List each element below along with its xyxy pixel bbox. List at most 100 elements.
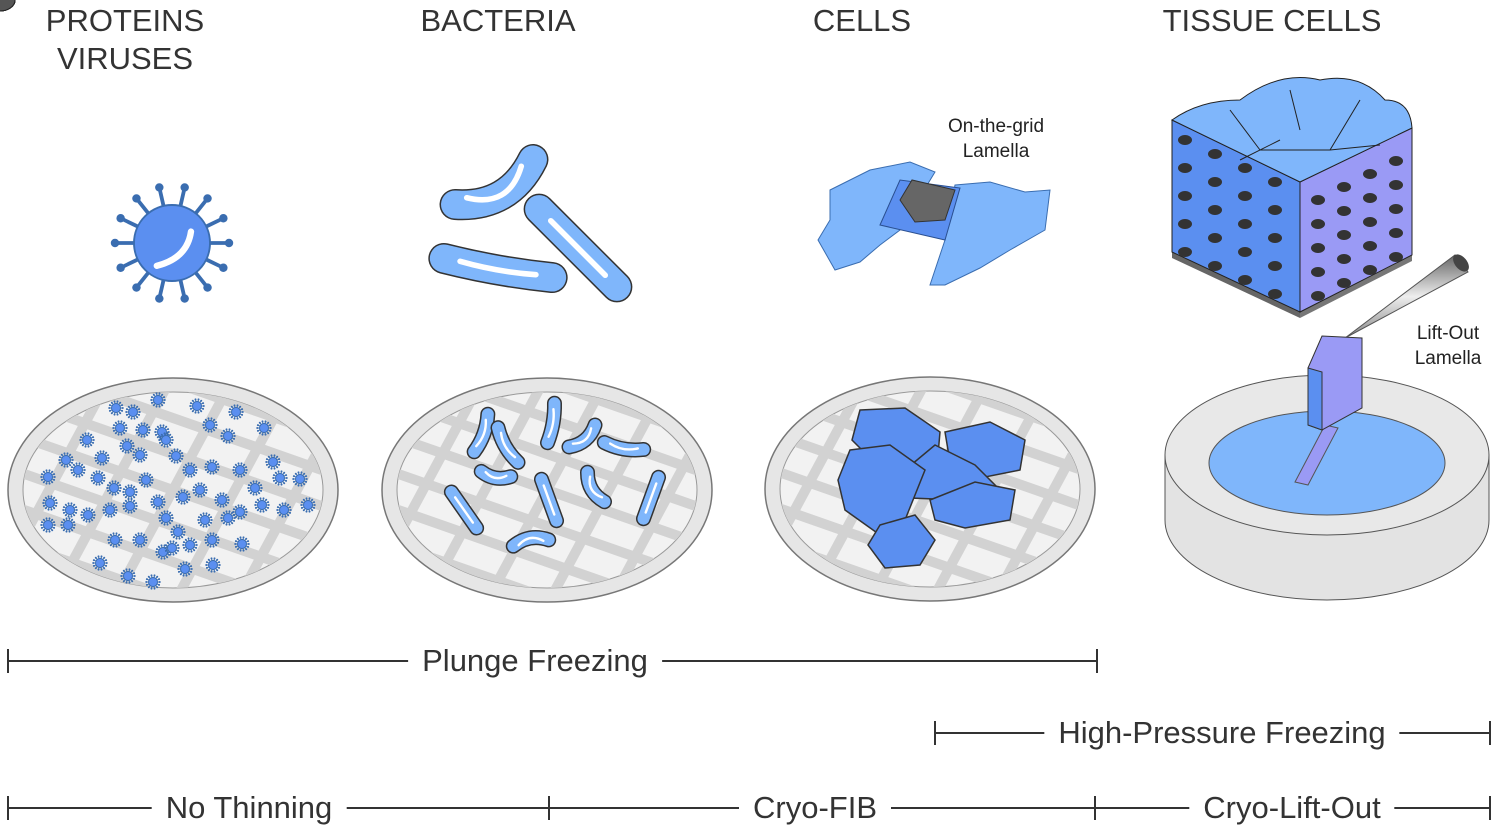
spike-tip bbox=[245, 471, 248, 474]
spike-tip bbox=[149, 484, 152, 487]
tissue-nucleus bbox=[1337, 182, 1351, 192]
spike-tip bbox=[143, 533, 146, 536]
virus-particle bbox=[220, 428, 236, 444]
spike-tip bbox=[292, 480, 295, 483]
capsid bbox=[259, 423, 269, 433]
spike-tip bbox=[273, 454, 276, 457]
spike-tip bbox=[189, 405, 192, 407]
tissue-nucleus bbox=[1363, 193, 1377, 203]
spike-tip bbox=[171, 436, 174, 439]
spike-tip bbox=[148, 429, 151, 431]
bacterium-nucleoid bbox=[547, 217, 609, 279]
bacterium bbox=[533, 471, 565, 529]
capsid bbox=[123, 571, 133, 581]
spike-tip bbox=[150, 401, 153, 404]
tissue-nucleus bbox=[1389, 156, 1403, 166]
spike-tip bbox=[42, 518, 45, 521]
spike-tip bbox=[102, 511, 105, 514]
tissue-nucleus bbox=[1389, 252, 1403, 262]
spike-tip bbox=[112, 545, 115, 548]
spike-tip bbox=[192, 486, 195, 489]
spike-tip bbox=[234, 474, 237, 477]
spike-tip bbox=[158, 494, 161, 497]
spike-tip bbox=[133, 417, 136, 420]
spike-tip bbox=[121, 439, 124, 442]
spike bbox=[157, 188, 166, 207]
spike-tip bbox=[213, 418, 216, 421]
spike-tip bbox=[181, 455, 184, 457]
spike-tip bbox=[215, 533, 218, 536]
spike-tip bbox=[161, 506, 164, 509]
spike-tip bbox=[91, 519, 94, 522]
spike-tip bbox=[297, 484, 300, 487]
spike-tip bbox=[152, 495, 155, 498]
spike-tip bbox=[109, 533, 112, 536]
spike-tip bbox=[44, 507, 47, 510]
bacterium-nucleoid bbox=[644, 482, 658, 514]
spike-tip bbox=[140, 460, 143, 463]
spike-tip bbox=[222, 522, 225, 525]
capsid bbox=[185, 465, 195, 475]
spike-tip bbox=[228, 510, 231, 513]
spike-tip bbox=[65, 517, 68, 520]
spike-tip bbox=[110, 515, 113, 518]
spike-tip bbox=[225, 523, 228, 526]
spike-tip bbox=[110, 412, 113, 415]
spike-tip bbox=[138, 476, 141, 479]
spike-tip bbox=[254, 504, 257, 506]
spike bbox=[205, 217, 223, 229]
spike-tip bbox=[233, 404, 236, 407]
spike-tip bbox=[158, 436, 161, 439]
spike-tip bbox=[44, 496, 47, 499]
spike-tip bbox=[133, 577, 136, 580]
spike-tip bbox=[115, 506, 118, 509]
spike-tip bbox=[260, 484, 263, 487]
spike-tip bbox=[101, 482, 104, 485]
tissue-nucleus bbox=[1208, 205, 1222, 215]
spike-tip bbox=[127, 405, 130, 408]
spike-tip bbox=[136, 416, 139, 419]
spike-tip bbox=[153, 574, 156, 577]
spike-tip bbox=[66, 465, 69, 468]
spike-tip bbox=[225, 504, 228, 507]
spike-tip bbox=[138, 411, 141, 413]
spike-tip bbox=[200, 482, 203, 485]
spike-tip bbox=[169, 444, 172, 447]
spike-tip bbox=[227, 496, 230, 499]
spike-tip bbox=[158, 392, 161, 395]
column-title-bacteria: BACTERIA bbox=[420, 3, 576, 38]
tissue-nucleus bbox=[1178, 219, 1192, 229]
capsid bbox=[73, 465, 83, 475]
virus-particle bbox=[70, 462, 86, 478]
spike-tip bbox=[163, 396, 166, 399]
virus-particle bbox=[122, 498, 138, 514]
tissue-nucleus bbox=[1363, 265, 1377, 275]
on-grid-lamella-illustration bbox=[817, 161, 1051, 286]
spike-tip bbox=[175, 541, 178, 544]
spike-tip bbox=[188, 562, 191, 565]
spike-tip bbox=[92, 441, 95, 444]
spike-tip bbox=[254, 501, 257, 504]
spike-tip bbox=[51, 529, 54, 532]
tissue-nucleus bbox=[1208, 177, 1222, 187]
spike-tip bbox=[80, 511, 83, 514]
spike-tip bbox=[313, 501, 316, 504]
spike-tip bbox=[158, 514, 161, 517]
spike-tip bbox=[148, 426, 151, 429]
spike-tip bbox=[122, 507, 125, 510]
spike-tip bbox=[202, 421, 205, 424]
spike-tip bbox=[133, 510, 136, 513]
spike-tip bbox=[182, 541, 185, 544]
cube-top-face bbox=[1171, 77, 1413, 183]
spike-tip bbox=[166, 445, 169, 448]
spike-tip bbox=[206, 544, 209, 547]
spike-tip bbox=[112, 424, 115, 427]
spike-tip bbox=[181, 457, 184, 460]
spike-tip bbox=[107, 539, 110, 541]
spike-tip bbox=[182, 544, 185, 546]
spike-tip bbox=[171, 439, 174, 441]
spike-tip bbox=[106, 487, 109, 489]
spike-tip bbox=[179, 562, 182, 565]
spike-tip bbox=[156, 575, 159, 578]
spike-tip bbox=[202, 407, 205, 410]
